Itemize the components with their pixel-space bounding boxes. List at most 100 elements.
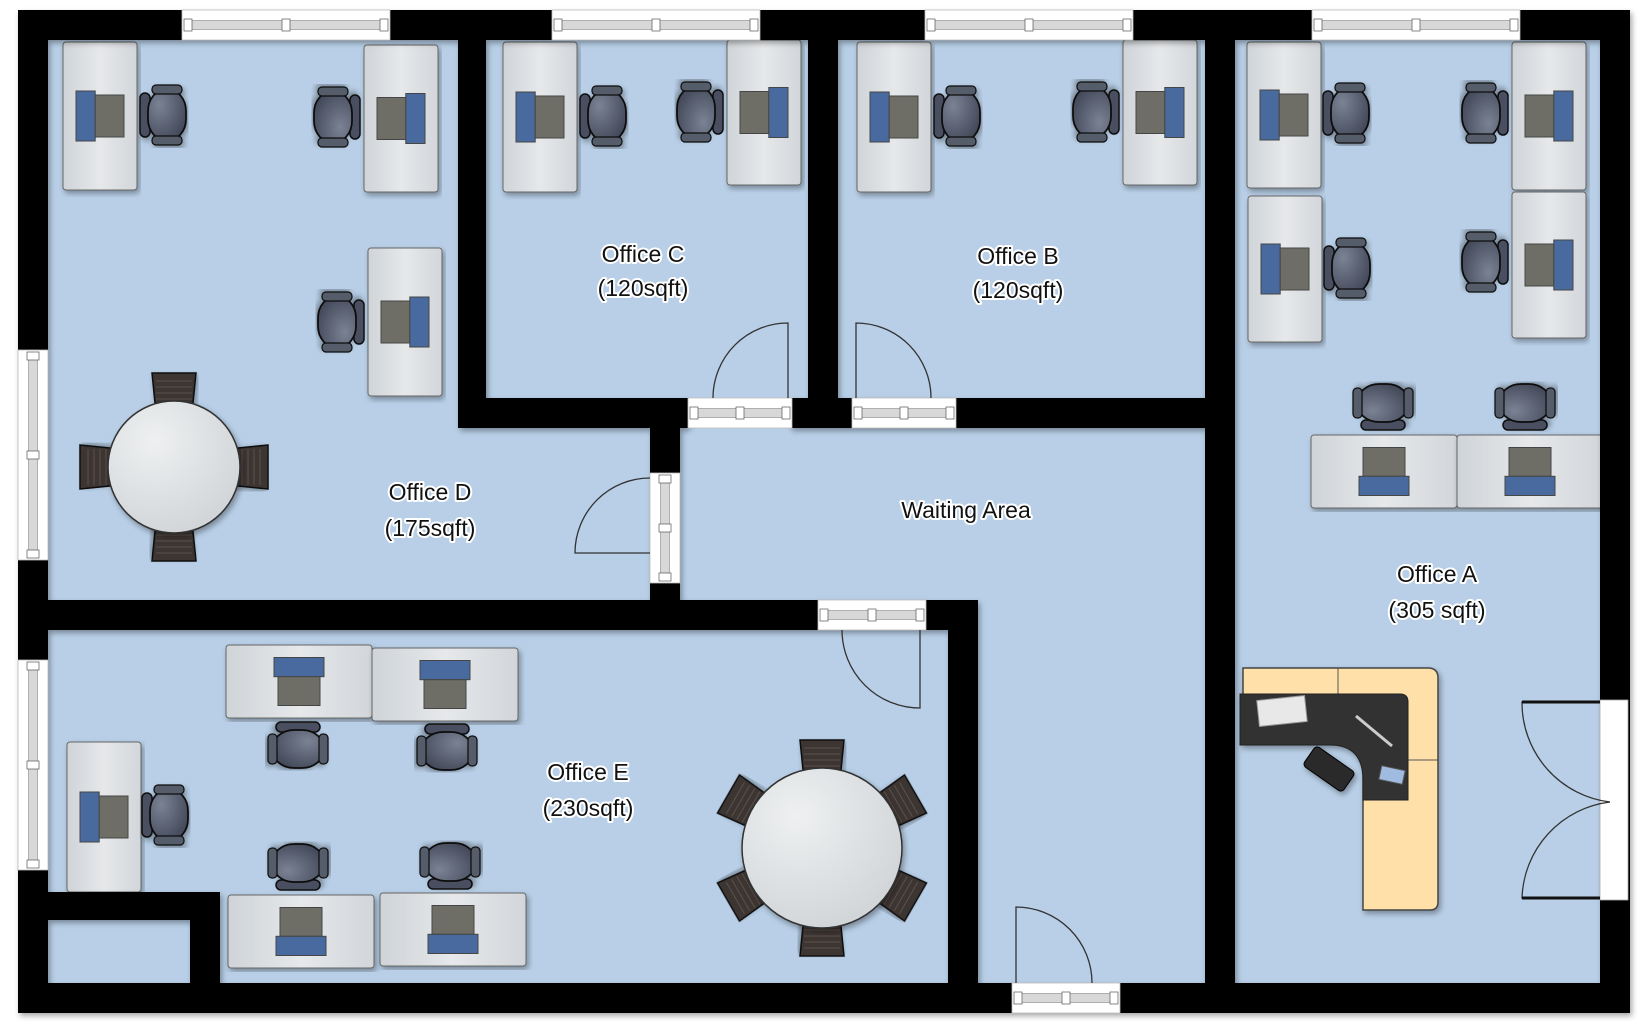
chair-seat [147,88,187,142]
chair-office-e-1 [267,721,329,769]
window-mullion [26,661,40,671]
laptop-icon [515,91,565,143]
chair-arm [1334,82,1366,93]
laptop-icon [1135,87,1185,138]
doors-layer [574,322,1611,984]
chair-seat [1330,86,1370,140]
wall [940,398,1210,428]
chair-office-e-4 [267,843,329,891]
laptop-screen [79,791,100,843]
chair-arm [321,342,353,353]
laptop-keyboard [376,97,407,140]
wall [948,600,978,985]
chair-arm [1076,132,1108,143]
reception-desk [1239,667,1439,911]
laptop-screen [768,87,789,138]
meeting-chair-slat [883,791,903,823]
laptop-icon [79,791,129,843]
window-mullion [26,859,40,869]
room-label-waiting-area[interactable]: Waiting Area [899,495,1033,525]
laptop-icon [1260,243,1310,295]
chair-seat [1461,235,1501,289]
room-label-office-b[interactable]: Office B [975,241,1060,271]
chair-office-a-1 [1322,82,1370,144]
chair-arm [591,136,623,147]
papers-icon [1256,695,1308,727]
chair-seat [149,788,189,842]
laptop-icon [380,296,430,348]
window-mullion [1411,18,1421,32]
room-area-office-d: (175sqft) [385,515,476,541]
laptop-keyboard [1508,447,1552,477]
laptop-icon [273,657,325,707]
laptop-keyboard [277,676,321,707]
desk-office-e-4 [227,894,375,969]
door-swing-office-c [712,322,789,399]
window-left-office-d [17,349,49,561]
chair-office-e-5 [419,842,481,890]
laptop-screen [405,93,426,144]
phone-icon [1378,765,1406,785]
window-mullion [749,18,759,32]
laptop-keyboard [98,795,129,839]
chair-office-e-2 [416,723,478,771]
wall [458,398,688,428]
room-area-office-b: (120sqft) [973,277,1064,303]
laptop-keyboard [380,300,411,344]
round-table-office-d [79,372,269,562]
room-label-office-e[interactable]: Office E [545,757,630,787]
door-threshold-office-c [687,397,793,429]
chair-arm [1465,133,1497,144]
window-mullion [689,406,699,420]
laptop-icon [1524,239,1574,291]
laptop-keyboard [1278,93,1309,137]
chair-seat [1072,85,1112,139]
meeting-chair-slat [899,782,919,814]
meeting-chair-slat [725,882,745,914]
chair-arm [1403,387,1414,419]
window-mullion [853,406,863,420]
laptop-keyboard [1524,243,1555,287]
room-label-office-a[interactable]: Office A [1395,559,1480,589]
window-mullion [1061,991,1071,1005]
window-mullion [26,760,40,770]
meeting-chair-slat [731,785,751,817]
chair-arm [153,784,185,795]
laptop-keyboard [423,679,467,710]
meeting-chair-slat [741,791,761,823]
laptop-screen [1358,475,1410,496]
meeting-chair-slat [741,873,761,905]
chair-arm [1545,387,1556,419]
chair-seat [587,89,627,143]
desk-office-a-2 [1247,195,1323,343]
chair-office-a-5 [1352,383,1414,431]
wall [458,40,486,428]
laptop-screen [515,91,536,143]
chair-arm [591,85,623,96]
door-swing-office-e [841,629,921,709]
room-label-office-d[interactable]: Office D [387,477,474,507]
chair-seat [1331,241,1371,295]
chair-office-d-1 [139,84,187,146]
chair-arm [1465,82,1497,93]
laptop-screen [1164,87,1185,138]
laptop-icon [427,905,479,954]
chair-office-e-3 [141,784,189,846]
room-label-office-c[interactable]: Office C [600,239,687,269]
chair-seat [1356,383,1410,423]
chair-office-a-4 [1461,231,1509,293]
desk-office-b-1 [856,41,932,193]
window-mullion [553,18,563,32]
chair-arm [267,847,278,879]
window-mullion [735,406,745,420]
room-area-office-e: (230sqft) [543,795,634,821]
chair-arm [470,846,481,878]
walls-layer [18,10,1630,1013]
window-top-office-c [551,9,761,41]
desk-office-d-2 [363,44,439,193]
chair-arm [321,291,353,302]
room-labels: Office C (120sqft) Office B (120sqft) Of… [383,239,1488,823]
chair-arm [1335,288,1367,299]
door-swing-waiting-area [1015,906,1093,984]
